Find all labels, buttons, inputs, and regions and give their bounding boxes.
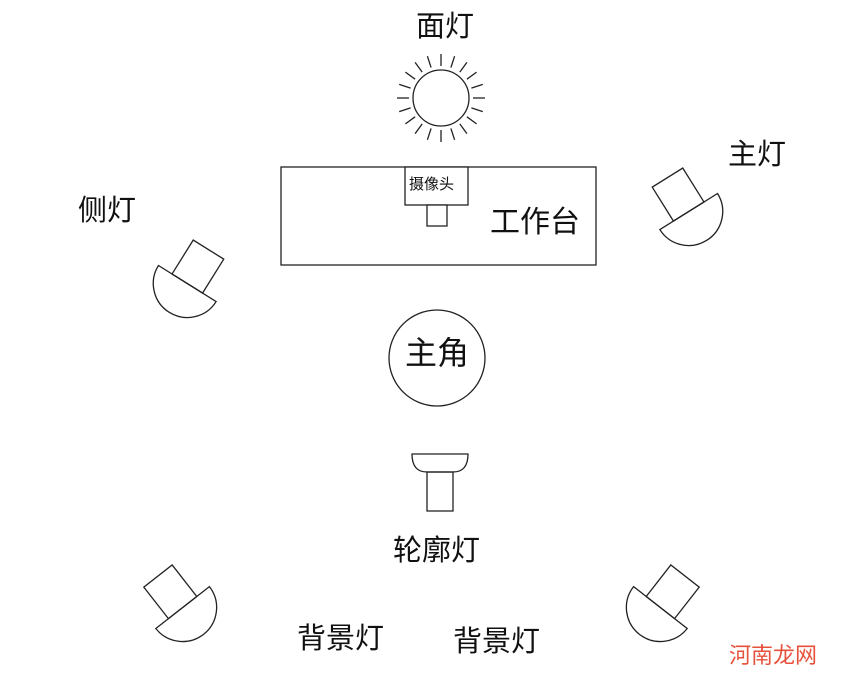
background-light-right-icon — [625, 564, 701, 643]
face-light-ray — [459, 62, 468, 73]
face-light-ray — [414, 123, 423, 134]
key-light-label: 主灯 — [728, 137, 787, 171]
subject-label: 主角 — [405, 334, 470, 372]
face-light-icon — [397, 54, 485, 142]
face-light-ray — [426, 128, 432, 141]
rim-light-label: 轮廓灯 — [393, 533, 481, 567]
face-light-ray — [405, 71, 416, 80]
face-light-ray — [450, 128, 456, 141]
face-light-ray — [405, 116, 416, 125]
face-light-ray — [398, 83, 411, 89]
face-light-ray — [426, 55, 432, 68]
rim-light-icon — [411, 453, 469, 512]
face-light-ray — [414, 62, 423, 73]
face-light-ray — [466, 71, 477, 80]
camera-icon — [404, 166, 469, 227]
face-light-ray — [459, 123, 468, 134]
face-light-ray — [471, 107, 484, 113]
face-light-ray — [450, 55, 456, 68]
background-light-right-label: 背景灯 — [453, 624, 541, 658]
background-light-left-icon — [142, 564, 218, 643]
key-light-icon — [651, 167, 724, 247]
background-light-left-label: 背景灯 — [297, 621, 385, 655]
camera-label: 摄像头 — [409, 175, 455, 193]
face-light-label: 面灯 — [416, 9, 475, 43]
side-light-icon — [152, 239, 225, 319]
side-light-label: 侧灯 — [78, 193, 137, 227]
face-light-ray — [471, 83, 484, 89]
face-light-ray — [466, 116, 477, 125]
subject-circle — [388, 309, 486, 407]
face-light-ray — [398, 107, 411, 113]
watermark-text: 河南龙网 — [729, 644, 818, 669]
workbench-label: 工作台 — [490, 205, 580, 240]
